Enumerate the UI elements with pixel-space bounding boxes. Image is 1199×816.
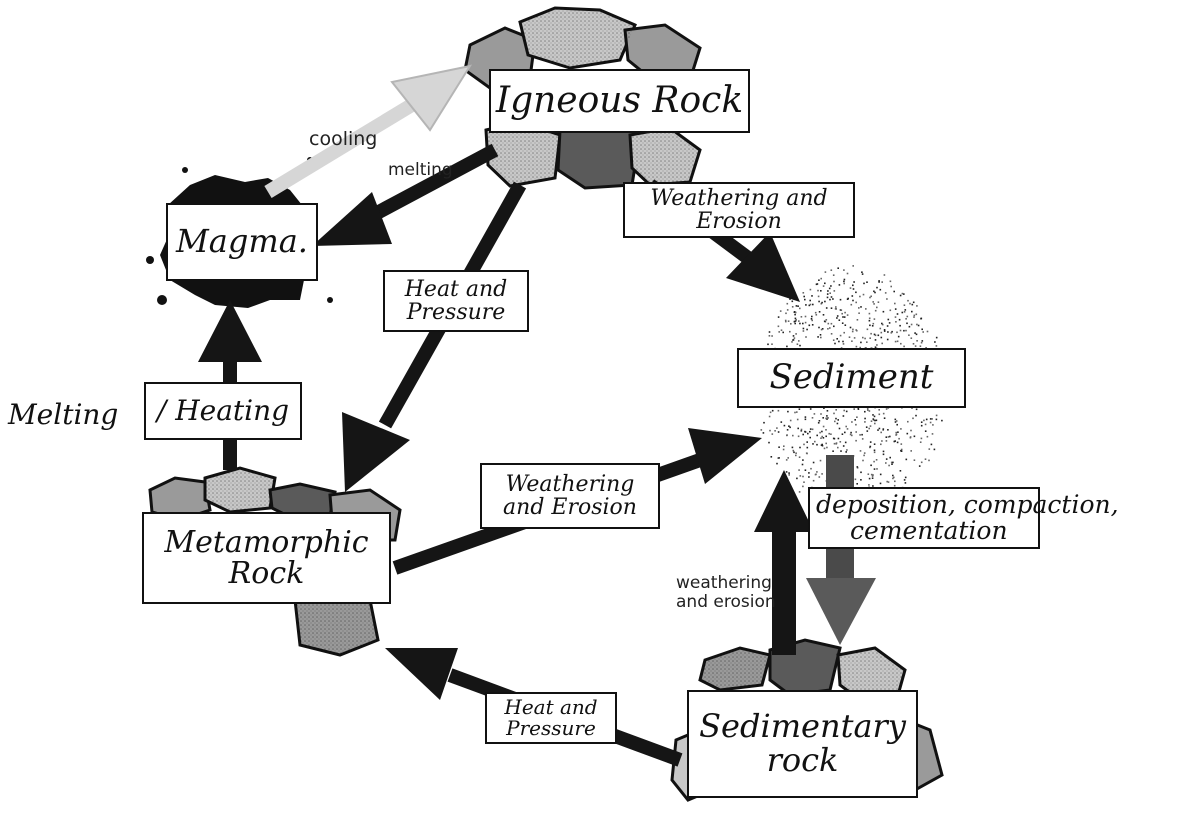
heat-pressure-1-line2: Pressure bbox=[406, 300, 506, 325]
heat-pressure-2-line2: Pressure bbox=[506, 716, 596, 740]
weathering-erosion-label-1: Weathering and Erosion bbox=[623, 182, 855, 238]
sedimentary-text-line1: Sedimentary bbox=[699, 707, 906, 746]
weathering-2-line2: and Erosion bbox=[503, 495, 637, 520]
deposition-line2: cementation bbox=[850, 516, 1008, 545]
melting-handwritten-label: Melting bbox=[8, 398, 119, 431]
weathering-1-line1: Weathering and bbox=[650, 185, 828, 211]
weathering-3-line2: and erosion bbox=[676, 591, 776, 612]
heat-pressure-label-1: Heat and Pressure bbox=[383, 270, 529, 332]
sediment-text: Sediment bbox=[769, 357, 934, 398]
heat-pressure-2-line1: Heat and bbox=[504, 695, 598, 719]
melting-arrow bbox=[312, 143, 499, 246]
magma-label: Magma. bbox=[166, 203, 318, 281]
weathering-1-line2: Erosion bbox=[696, 209, 782, 234]
metamorphic-text-line1: Metamorphic bbox=[164, 524, 369, 560]
melting-label: melting bbox=[388, 160, 453, 180]
igneous-rock-label: Igneous Rock bbox=[489, 69, 750, 133]
deposition-line1: deposition, compaction, bbox=[816, 489, 1119, 519]
weathering-erosion-label-2: Weathering and Erosion bbox=[480, 463, 660, 529]
cooling-label: cooling bbox=[309, 128, 378, 150]
metamorphic-text-line2: Rock bbox=[228, 556, 305, 591]
weathering-2-line1: Weathering bbox=[505, 471, 635, 497]
melting-heating-right-text: / Heating bbox=[156, 394, 290, 428]
weathering-erosion-label-3: weathering and erosion bbox=[676, 574, 776, 611]
sedimentary-rock-label: Sedimentary rock bbox=[687, 690, 918, 798]
deposition-label: deposition, compaction, cementation bbox=[808, 487, 1119, 549]
cooling-arrow bbox=[264, 64, 473, 198]
sedimentary-text-line2: rock bbox=[766, 741, 839, 779]
heat-pressure-label-2: Heat and Pressure bbox=[485, 692, 617, 744]
heat-pressure-1-line1: Heat and bbox=[404, 276, 508, 302]
magma-text: Magma. bbox=[176, 222, 308, 261]
deposition-arrow bbox=[806, 455, 876, 645]
weathering-arrow-3 bbox=[754, 470, 814, 655]
melting-heating-label: / Heating bbox=[144, 382, 302, 440]
metamorphic-rock-label: Metamorphic Rock bbox=[142, 512, 391, 604]
igneous-rock-text: Igneous Rock bbox=[495, 80, 744, 122]
weathering-3-line1: weathering bbox=[676, 573, 772, 593]
sediment-label: Sediment bbox=[737, 348, 966, 408]
